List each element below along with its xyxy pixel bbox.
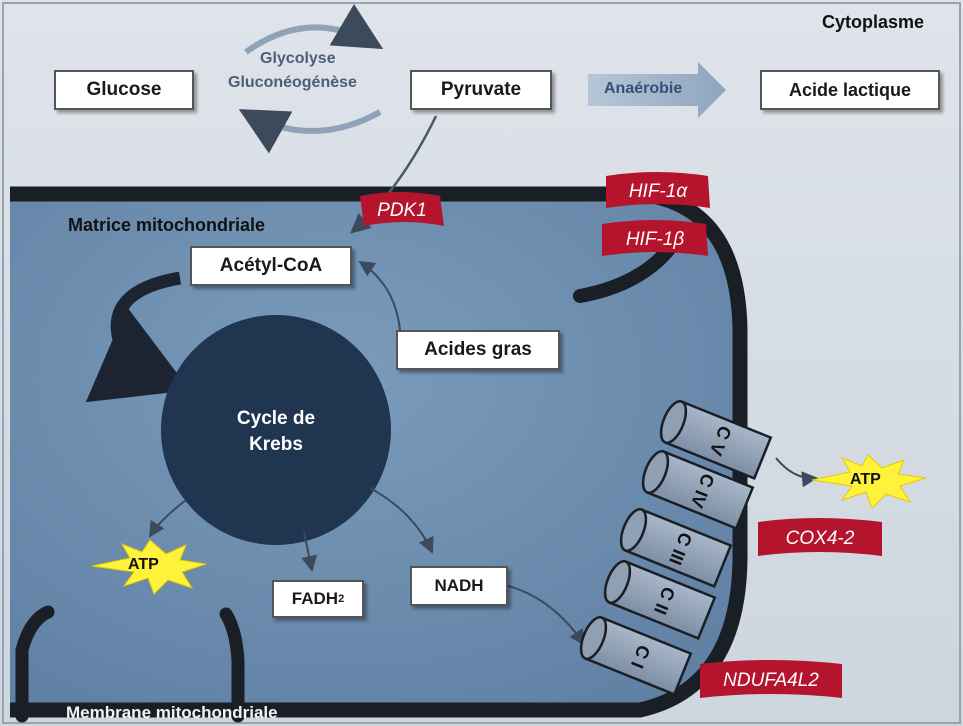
ndufa4l2-tag: NDUFA4L2 [700,664,842,698]
pyruvate-box: Pyruvate [410,70,552,110]
cox42-tag: COX4-2 [758,522,882,556]
lactic-acid-box: Acide lactique [760,70,940,110]
krebs-label-line2: Krebs [224,434,328,456]
fadh2-text: FADH [292,589,338,609]
atp-left-label: ATP [128,556,159,574]
krebs-cycle-circle [161,315,391,545]
cytoplasm-label: Cytoplasme [822,12,924,33]
nadh-box: NADH [410,566,508,606]
fatty-acids-box: Acides gras [396,330,560,370]
glycolysis-label: Glycolyse [260,50,336,68]
membrane-label: Membrane mitochondriale [66,703,278,723]
glucose-box: Glucose [54,70,194,110]
gluconeogenesis-label: Gluconéogénèse [228,74,357,92]
hif1b-tag: HIF-1β [602,224,708,256]
pdk1-tag: PDK1 [360,196,444,226]
fadh2-subscript: 2 [338,593,344,605]
anaerobic-label: Anaérobie [604,80,682,98]
krebs-label-line1: Cycle de [224,408,328,430]
matrix-label: Matrice mitochondriale [68,215,265,236]
acetyl-coa-box: Acétyl-CoA [190,246,352,286]
hif1a-tag: HIF-1α [606,176,710,208]
atp-right-label: ATP [850,471,881,489]
